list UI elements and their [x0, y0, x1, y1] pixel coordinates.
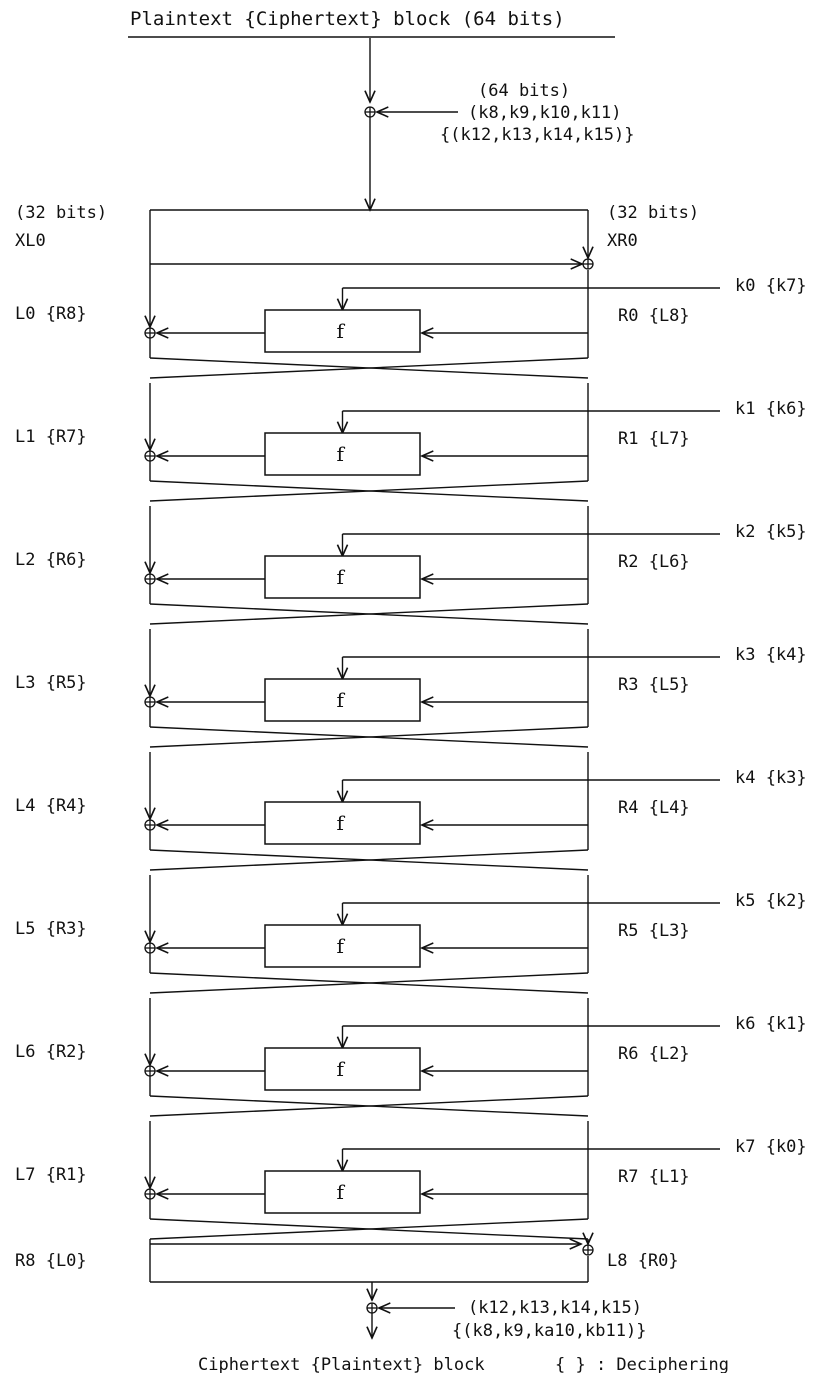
block-title: Plaintext {Ciphertext} block (64 bits) — [130, 8, 565, 30]
final-key-dec: {(k8,k9,ka10,kb11)} — [452, 1321, 646, 1341]
pre-whitening-xor-icon — [582, 258, 594, 270]
round-key-label-7: k7 {k0} — [735, 1137, 807, 1157]
round-right-label-5: R5 {L3} — [618, 921, 690, 941]
round-left-label-7: L7 {R1} — [15, 1165, 87, 1185]
f-box-0 — [264, 309, 421, 353]
round-right-label-6: R6 {L2} — [618, 1044, 690, 1064]
f-box-4 — [264, 801, 421, 845]
round-key-label-3: k3 {k4} — [735, 645, 807, 665]
f-box-3 — [264, 678, 421, 722]
round-left-label-4: L4 {R4} — [15, 796, 87, 816]
left-half-name: XL0 — [15, 231, 46, 251]
initial-key-bits: (64 bits) — [478, 81, 570, 101]
f-label-5: f — [337, 934, 346, 958]
swap-right-to-left-6 — [149, 1095, 589, 1117]
swap-right-to-left-2 — [149, 603, 589, 625]
round-right-label-4: R4 {L4} — [618, 798, 690, 818]
deciphering-legend: { } : Deciphering — [555, 1355, 729, 1373]
swap-right-to-left-3 — [149, 726, 589, 748]
f-box-2 — [264, 555, 421, 599]
round-right-label-2: R2 {L6} — [618, 552, 690, 572]
round-xor-icon-2 — [144, 573, 156, 585]
initial-xor-icon — [364, 106, 376, 118]
output-block-label: Ciphertext {Plaintext} block — [198, 1355, 485, 1373]
right-half-name: XR0 — [607, 231, 638, 251]
round-left-label-2: L2 {R6} — [15, 550, 87, 570]
round-right-label-7: R7 {L1} — [618, 1167, 690, 1187]
f-label-7: f — [337, 1180, 346, 1204]
left-half-bits: (32 bits) — [15, 203, 107, 223]
round-left-label-0: L0 {R8} — [15, 304, 87, 324]
post-whitening-xor-icon — [582, 1244, 594, 1256]
f-label-2: f — [337, 565, 346, 589]
final-key-enc: (k12,k13,k14,k15) — [468, 1298, 642, 1318]
round-left-label-3: L3 {R5} — [15, 673, 87, 693]
round-left-label-6: L6 {R2} — [15, 1042, 87, 1062]
final-left-label: R8 {L0} — [15, 1251, 87, 1271]
right-half-bits: (32 bits) — [607, 203, 699, 223]
final-right-label: L8 {R0} — [607, 1251, 679, 1271]
round-key-label-4: k4 {k3} — [735, 768, 807, 788]
round-xor-icon-5 — [144, 942, 156, 954]
round-key-label-5: k5 {k2} — [735, 891, 807, 911]
initial-key-dec: {(k12,k13,k14,k15)} — [440, 125, 634, 145]
round-xor-icon-4 — [144, 819, 156, 831]
final-xor-icon — [366, 1302, 378, 1314]
round-xor-icon-6 — [144, 1065, 156, 1077]
round-xor-icon-0 — [144, 327, 156, 339]
swap-right-to-left-7 — [149, 1218, 589, 1240]
round-key-label-2: k2 {k5} — [735, 522, 807, 542]
f-label-3: f — [337, 688, 346, 712]
round-xor-icon-1 — [144, 450, 156, 462]
round-left-label-5: L5 {R3} — [15, 919, 87, 939]
f-label-1: f — [337, 442, 346, 466]
swap-right-to-left-5 — [149, 972, 589, 994]
round-right-label-3: R3 {L5} — [618, 675, 690, 695]
round-key-label-1: k1 {k6} — [735, 399, 807, 419]
round-left-label-1: L1 {R7} — [15, 427, 87, 447]
swap-right-to-left-4 — [149, 849, 589, 871]
f-box-1 — [264, 432, 421, 476]
round-right-label-1: R1 {L7} — [618, 429, 690, 449]
f-label-0: f — [337, 319, 346, 343]
initial-key-enc: (k8,k9,k10,k11) — [468, 103, 622, 123]
rounds-group: f L0 {R8} R0 {L8} k0 {k7} f L1 {R7} R1 {L7} k1 … — [15, 209, 807, 1300]
f-label-6: f — [337, 1057, 346, 1081]
f-box-6 — [264, 1047, 421, 1091]
round-xor-icon-7 — [144, 1188, 156, 1200]
round-right-label-0: R0 {L8} — [618, 306, 690, 326]
f-box-5 — [264, 924, 421, 968]
swap-right-to-left-1 — [149, 480, 589, 502]
f-label-4: f — [337, 811, 346, 835]
round-xor-icon-3 — [144, 696, 156, 708]
f-box-7 — [264, 1170, 421, 1214]
round-key-label-6: k6 {k1} — [735, 1014, 807, 1034]
round-key-label-0: k0 {k7} — [735, 276, 807, 296]
swap-right-to-left-0 — [149, 357, 589, 379]
